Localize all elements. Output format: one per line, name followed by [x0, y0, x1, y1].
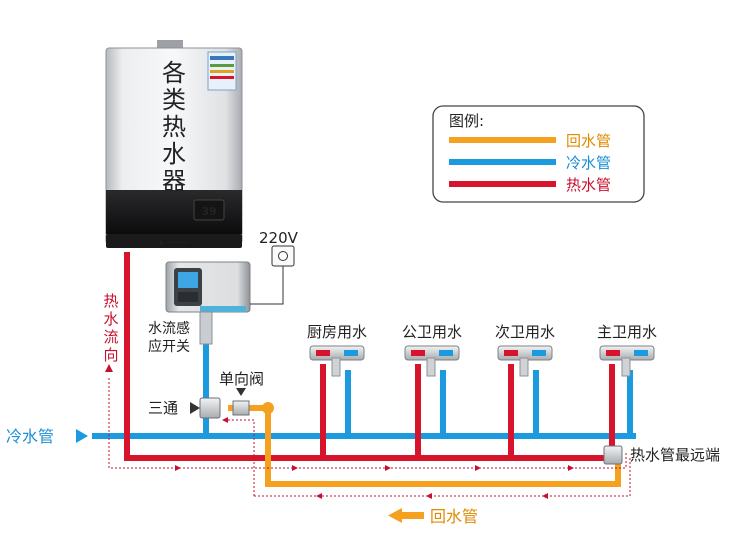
fixture-label-master-bath: 主卫用水	[597, 323, 657, 341]
fixture-label-kitchen: 厨房用水	[307, 323, 367, 341]
heater-title-char: 各	[162, 59, 186, 87]
faucet-kitchen	[309, 345, 365, 377]
legend-label-return: 回水管	[566, 132, 611, 150]
check-valve	[232, 388, 250, 416]
power-outlet	[250, 245, 295, 305]
legend	[432, 105, 645, 203]
circulation-controller	[165, 261, 251, 313]
hot-flow-label-char: 流	[103, 328, 118, 346]
far-end-fitting	[603, 445, 623, 465]
heater-display-reading: 39	[201, 205, 216, 218]
flow-switch-label: 水流感	[148, 320, 190, 337]
farthest-end-label: 热水管最远端	[630, 446, 720, 464]
cold-inlet-arrow-icon	[76, 429, 88, 443]
legend-label-hot: 热水管	[566, 176, 611, 194]
return-pipe-label: 回水管	[430, 507, 478, 526]
power-label: 220V	[259, 229, 299, 247]
tee-label: 三通	[148, 399, 178, 417]
hot-flow-label-char: 向	[103, 346, 118, 364]
svg-text:● ━━━━━━━━: ● ━━━━━━━━	[159, 240, 190, 246]
heater-title-char: 热	[162, 113, 186, 141]
heater-title-char: 器	[162, 167, 186, 195]
return-junction	[262, 402, 274, 414]
return-direction-arrow-icon	[388, 508, 424, 523]
flow-switch	[199, 311, 213, 345]
legend-label-cold: 冷水管	[566, 154, 611, 172]
hot-flow-label-char: 水	[103, 310, 118, 328]
flow-switch-label: 应开关	[148, 338, 190, 355]
heater-title-char: 类	[162, 86, 186, 114]
tee-fitting	[190, 397, 221, 419]
heater-title-char: 水	[162, 140, 186, 168]
fixture-label-second-bath: 次卫用水	[495, 323, 555, 341]
water-heater: ● ━━━━━━━━	[105, 40, 243, 248]
faucet-public-bath	[404, 345, 460, 377]
faucet-master-bath	[599, 345, 655, 377]
legend-title: 图例:	[449, 112, 484, 130]
faucet-second-bath	[497, 345, 553, 377]
cold-pipe-label: 冷水管	[6, 427, 54, 446]
hot-water-pipe	[124, 252, 615, 461]
fixture-label-public-bath: 公卫用水	[402, 323, 462, 341]
hot-flow-direction-marker	[108, 378, 631, 497]
check-valve-label: 单向阀	[219, 370, 264, 388]
return-water-pipe	[228, 405, 621, 487]
hot-flow-label-char: 热	[103, 292, 118, 310]
flow-arrow-heads	[105, 364, 574, 499]
